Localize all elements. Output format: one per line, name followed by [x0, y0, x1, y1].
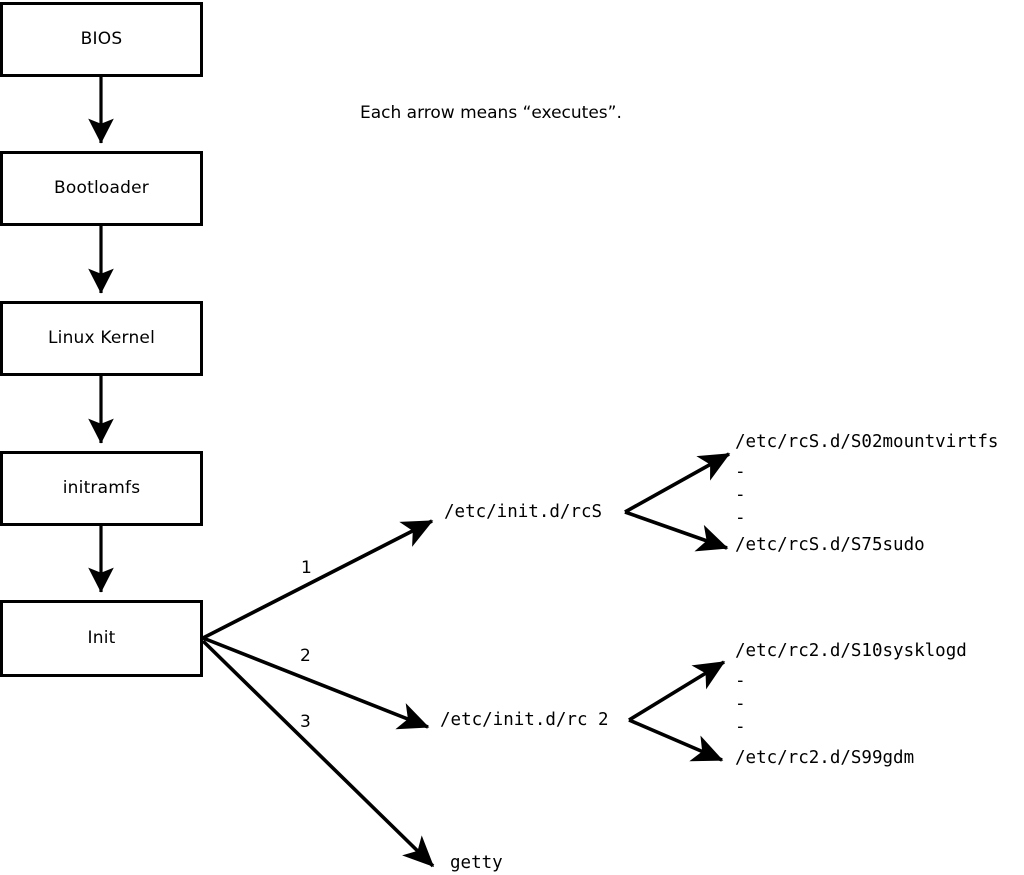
branch-number-1: 1	[301, 558, 312, 578]
node-label-initramfs: initramfs	[62, 478, 141, 498]
node-label-bootloader: Bootloader	[54, 178, 149, 198]
rc2-arrow-to-first-script	[628, 660, 726, 722]
target-label-init-d-rc-2[interactable]: /etc/init.d/rc 2	[440, 710, 609, 730]
node-box-bootloader[interactable]: Bootloader	[0, 151, 203, 226]
node-label-linux-kernel: Linux Kernel	[47, 328, 155, 348]
legend-note: Each arrow means “executes”.	[360, 103, 622, 123]
node-box-initramfs[interactable]: initramfs	[0, 451, 203, 526]
branch-number-2: 2	[300, 646, 311, 666]
init-arrow-2-to-rc2	[202, 636, 430, 730]
ellipsis-dash-rc2-3: -	[735, 717, 746, 737]
ellipsis-dash-rc2-1: -	[735, 671, 746, 691]
target-label-getty[interactable]: getty	[450, 853, 503, 873]
ellipsis-dash-rcs-2: -	[735, 485, 746, 505]
init-arrow-1-to-rcs	[202, 519, 434, 640]
script-label-rcs-first[interactable]: /etc/rcS.d/S02mountvirtfs	[735, 432, 999, 452]
script-label-rcs-last[interactable]: /etc/rcS.d/S75sudo	[735, 535, 925, 555]
node-box-bios[interactable]: BIOS	[0, 2, 203, 77]
rc2-arrow-to-last-script	[628, 718, 724, 762]
ellipsis-dash-rc2-2: -	[735, 694, 746, 714]
ellipsis-dash-rcs-3: -	[735, 508, 746, 528]
node-label-bios: BIOS	[80, 29, 123, 49]
node-box-init[interactable]: Init	[0, 600, 203, 677]
node-box-linux-kernel[interactable]: Linux Kernel	[0, 301, 203, 376]
target-label-init-d-rcs[interactable]: /etc/init.d/rcS	[444, 502, 603, 522]
script-label-rc2-last[interactable]: /etc/rc2.d/S99gdm	[735, 748, 915, 768]
rcs-arrow-to-first-script	[624, 452, 731, 514]
node-label-init: Init	[87, 628, 116, 648]
branch-number-3: 3	[300, 712, 311, 732]
ellipsis-dash-rcs-1: -	[735, 462, 746, 482]
init-arrow-3-to-getty	[201, 639, 435, 868]
rcs-arrow-to-last-script	[624, 510, 729, 552]
script-label-rc2-first[interactable]: /etc/rc2.d/S10sysklogd	[735, 641, 967, 661]
